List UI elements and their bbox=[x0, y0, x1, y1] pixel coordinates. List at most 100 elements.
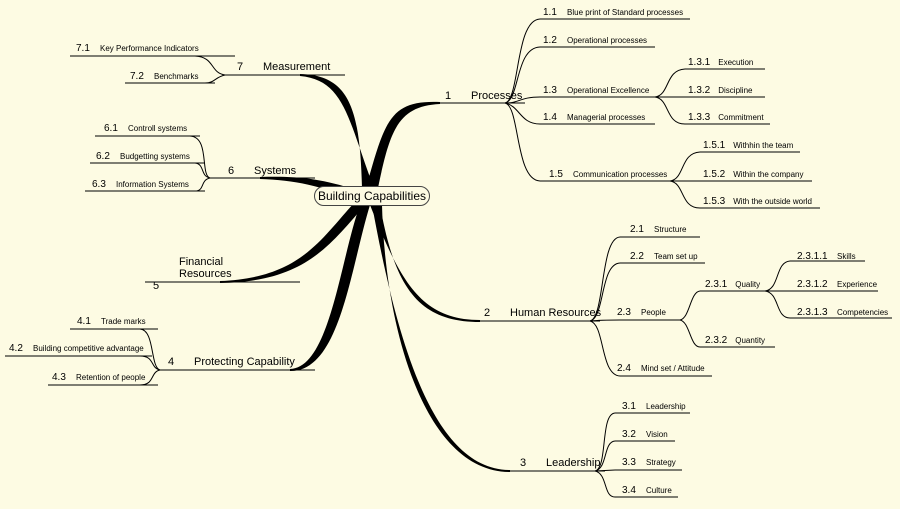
topic-1-3-1[interactable]: 1.3.1 Execution bbox=[688, 57, 753, 68]
branch-label-line2: Resources bbox=[179, 268, 232, 280]
topic-2-3-1[interactable]: 2.3.1 Quality bbox=[705, 279, 760, 290]
topic-number: 3.4 bbox=[622, 485, 636, 496]
underlines bbox=[5, 18, 892, 498]
branch-label: Protecting Capability bbox=[194, 356, 295, 368]
topic-number: 1.3 bbox=[543, 85, 557, 96]
branch-number: 2 bbox=[484, 307, 491, 319]
branch-number: 3 bbox=[520, 457, 527, 469]
branch-connector-human-resources bbox=[370, 205, 480, 322]
topic-4-1[interactable]: 4.1 Trade marks bbox=[77, 316, 146, 327]
topic-number: 2.3.1.1 bbox=[797, 251, 828, 262]
topic-label: Benchmarks bbox=[154, 72, 199, 81]
topic-number: 1.3.3 bbox=[688, 112, 711, 123]
topic-label: Controll systems bbox=[128, 124, 188, 133]
topic-number: 1.1 bbox=[543, 7, 557, 18]
topic-label: Competencies bbox=[837, 308, 889, 317]
branch-number: 5 bbox=[153, 280, 160, 292]
topic-1-5[interactable]: 1.5 Communication processes bbox=[549, 169, 667, 180]
topic-label: With the outside world bbox=[733, 197, 812, 206]
topic-2-3-1-2[interactable]: 2.3.1.2 Experience bbox=[797, 279, 877, 290]
topic-number: 1.3.2 bbox=[688, 85, 711, 96]
topic-label: Blue print of Standard processes bbox=[567, 8, 684, 17]
topic-6-1[interactable]: 6.1 Controll systems bbox=[104, 123, 187, 134]
topic-label: Information Systems bbox=[116, 180, 189, 189]
main-branches bbox=[220, 74, 510, 472]
branch-label: Processes bbox=[471, 90, 523, 102]
topic-label: People bbox=[641, 308, 666, 317]
topic-label: Experience bbox=[837, 280, 878, 289]
central-topic[interactable]: Building Capabilities bbox=[314, 186, 430, 206]
topic-number: 1.3.1 bbox=[688, 57, 711, 68]
branch-number: 7 bbox=[237, 61, 244, 73]
topic-2-3-1-3[interactable]: 2.3.1.3 Competencies bbox=[797, 307, 888, 318]
topic-number: 4.3 bbox=[52, 372, 66, 383]
topic-2-3-1-1[interactable]: 2.3.1.1 Skills bbox=[797, 251, 856, 262]
topic-1-4[interactable]: 1.4 Managerial processes bbox=[543, 112, 645, 123]
topic-label: Managerial processes bbox=[567, 113, 646, 122]
topic-label: Retention of people bbox=[76, 373, 146, 382]
topic-label: Withhin the team bbox=[733, 141, 794, 150]
topic-label: Trade marks bbox=[101, 317, 146, 326]
topic-1-5-1[interactable]: 1.5.1 Withhin the team bbox=[703, 140, 793, 151]
topic-1-5-2[interactable]: 1.5.2 Within the company bbox=[703, 169, 804, 180]
topic-number: 2.3.1 bbox=[705, 279, 728, 290]
topic-number: 1.5.1 bbox=[703, 140, 726, 151]
topic-label: Leadership bbox=[646, 402, 686, 411]
topic-number: 1.2 bbox=[543, 35, 557, 46]
topic-number: 3.2 bbox=[622, 429, 636, 440]
topic-label: Within the company bbox=[733, 170, 804, 179]
topic-number: 2.3.1.2 bbox=[797, 279, 828, 290]
topic-number: 2.3.2 bbox=[705, 335, 728, 346]
topic-number: 1.5 bbox=[549, 169, 563, 180]
topic-number: 1.5.3 bbox=[703, 196, 726, 207]
topic-number: 2.4 bbox=[617, 363, 631, 374]
topic-1-5-3[interactable]: 1.5.3 With the outside world bbox=[703, 196, 812, 207]
topic-number: 3.3 bbox=[622, 457, 636, 468]
topic-1-1[interactable]: 1.1 Blue print of Standard processes bbox=[543, 7, 683, 18]
topic-4-3[interactable]: 4.3 Retention of people bbox=[52, 372, 145, 383]
topic-number: 2.1 bbox=[630, 224, 644, 235]
branch-label-line1: Financial bbox=[179, 256, 224, 268]
topic-number: 6.1 bbox=[104, 123, 118, 134]
topic-label: Skills bbox=[837, 252, 856, 261]
topic-number: 3.1 bbox=[622, 401, 636, 412]
branch-label: Systems bbox=[254, 165, 297, 177]
topic-label: Team set up bbox=[654, 252, 698, 261]
branch-connector-protecting bbox=[290, 205, 370, 372]
topic-label: Quality bbox=[735, 280, 761, 289]
topic-number: 4.1 bbox=[77, 316, 91, 327]
topic-3-1[interactable]: 3.1 Leadership bbox=[622, 401, 686, 412]
topic-label: Communication processes bbox=[573, 170, 668, 179]
topic-label: Building competitive advantage bbox=[33, 344, 144, 353]
topic-number: 1.4 bbox=[543, 112, 557, 123]
topic-number: 1.5.2 bbox=[703, 169, 726, 180]
topic-label: Execution bbox=[718, 58, 754, 67]
topic-number: 2.3.1.3 bbox=[797, 307, 828, 318]
topic-label: Key Performance Indicators bbox=[100, 44, 199, 53]
